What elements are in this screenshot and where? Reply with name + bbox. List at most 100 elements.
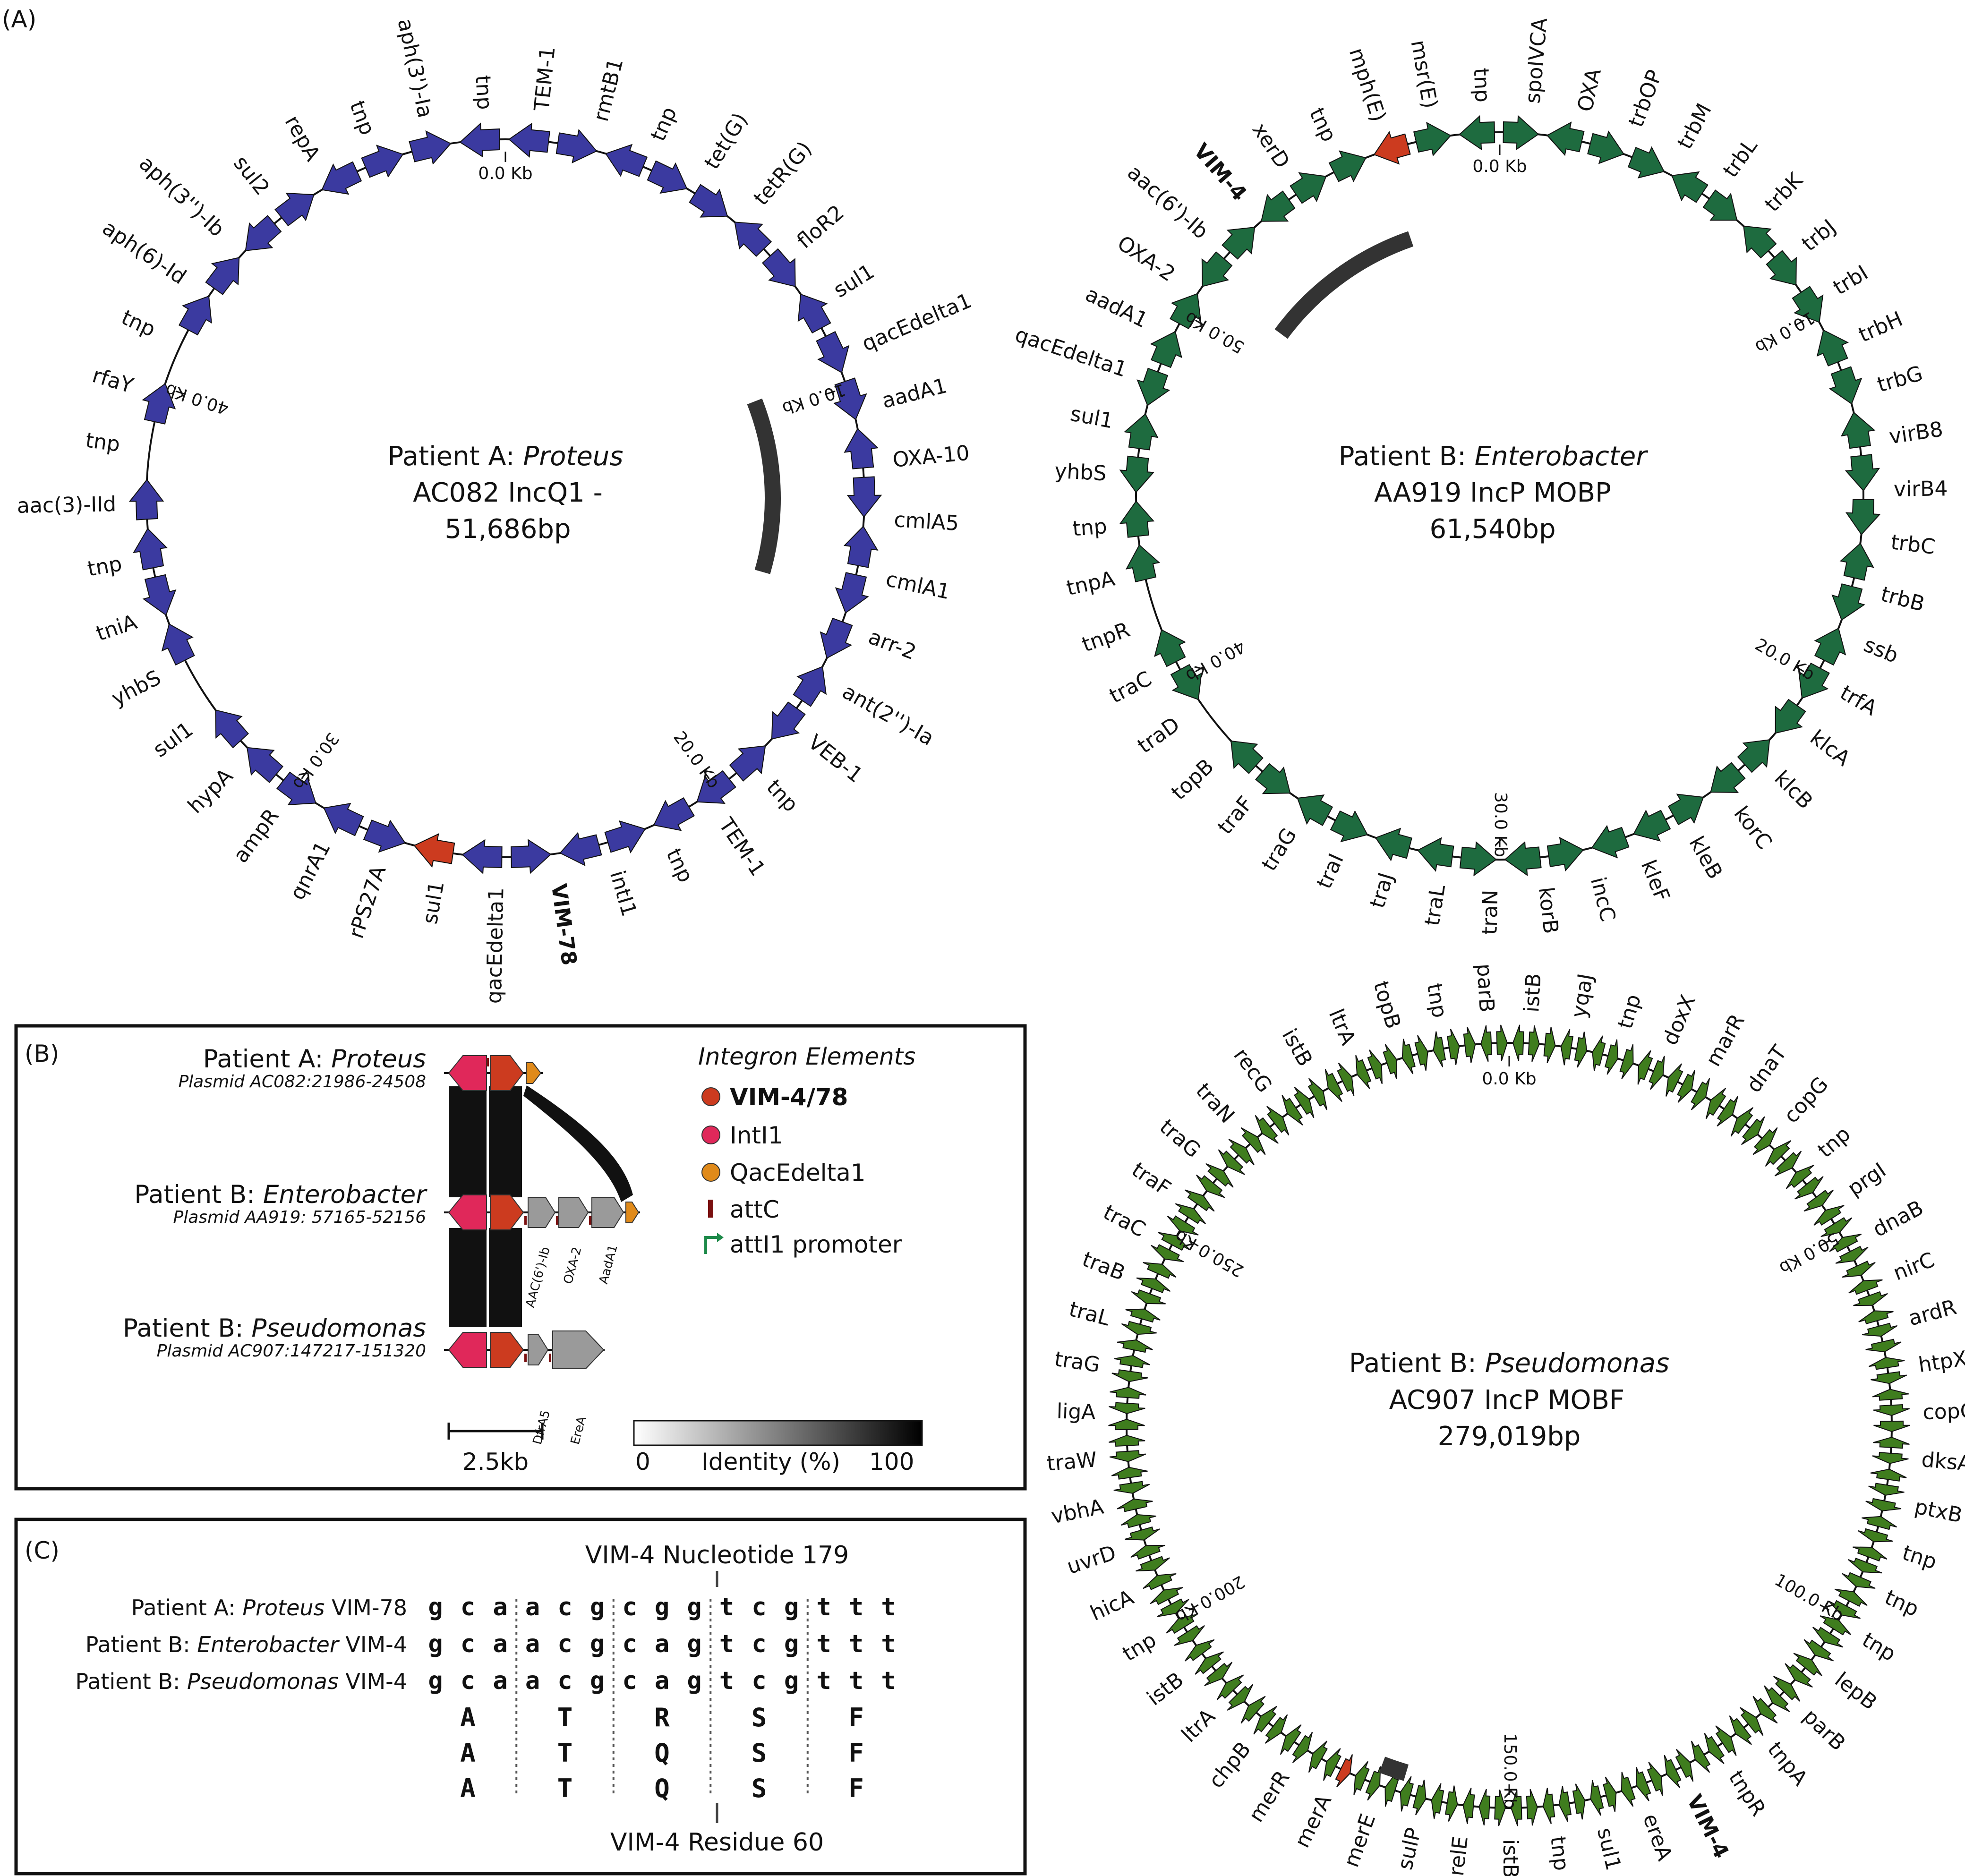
- gene-arrow: [1228, 1139, 1255, 1166]
- gene-arrow: [1109, 1434, 1145, 1447]
- gene-label: topB: [1368, 978, 1405, 1032]
- gene-label: istB: [1498, 1839, 1522, 1876]
- gene-arrow: [1633, 810, 1671, 842]
- gene-arrow: [1201, 251, 1233, 287]
- amino-acid: S: [752, 1703, 767, 1732]
- gene-arrow: [1785, 1663, 1813, 1688]
- nucleotide: t: [849, 1593, 863, 1621]
- gene-arrow: [1853, 1291, 1888, 1306]
- gene-arrow: [1752, 1127, 1778, 1155]
- gene-arrow: [1240, 1696, 1266, 1724]
- gene-arrow: [1829, 1234, 1862, 1253]
- tick-mark: [1195, 319, 1205, 326]
- gene-arrow: [1255, 763, 1291, 794]
- gene-arrow: [1691, 1740, 1711, 1773]
- amino-acid: A: [460, 1738, 476, 1768]
- gene-label: mph(E): [1344, 45, 1391, 125]
- gene-label: aph(3')-Ia: [393, 17, 437, 120]
- gene-arrow: [1292, 1731, 1313, 1763]
- nucleotide: a: [493, 1667, 507, 1695]
- gene-label: tnpA: [1763, 1737, 1812, 1790]
- gene-arrow: [1255, 1115, 1279, 1144]
- nucleotide: t: [719, 1667, 734, 1695]
- gene-arrow: [1872, 1452, 1909, 1464]
- svg-text:Patient A: Proteus VIM-78: Patient A: Proteus VIM-78: [131, 1595, 407, 1620]
- gene-label: ligA: [1056, 1399, 1096, 1424]
- gene-arrow: [1294, 1087, 1315, 1118]
- gene-arrow: [1773, 1676, 1801, 1702]
- gene-arrow: [1828, 366, 1862, 405]
- gene-label: yhbS: [1054, 459, 1107, 486]
- gene-label: tnp: [1304, 104, 1341, 145]
- gene-arrow: [604, 820, 646, 853]
- nucleotide: t: [719, 1593, 734, 1621]
- gene-arrow: [1664, 1755, 1682, 1789]
- gene-arrow: [1512, 1024, 1524, 1061]
- gene-label: vbhA: [1049, 1495, 1106, 1529]
- gene-arrow: [1871, 1371, 1907, 1384]
- gene-label: spoIVCA: [1521, 17, 1552, 104]
- gene-arrow: [1120, 1514, 1156, 1528]
- tick-label: 0.0 Kb: [1482, 1069, 1536, 1089]
- amino-acid: Q: [654, 1738, 670, 1768]
- gene-label-aada: AadA1: [597, 1243, 621, 1285]
- gene-arrow: [1543, 1026, 1556, 1064]
- gene-arrow: [1367, 1049, 1383, 1084]
- gene-label: cmlA1: [884, 567, 952, 605]
- nucleotide: g: [784, 1593, 799, 1621]
- gene-label: copG: [1922, 1399, 1965, 1424]
- gene-arrow: [1222, 226, 1256, 260]
- legend-title: Integron Elements: [698, 1043, 915, 1070]
- gene-label: sul1: [829, 259, 879, 302]
- gene-arrow: [1307, 1078, 1328, 1110]
- identity-colorbar: 0 Identity (%) 100: [633, 1420, 923, 1475]
- gene-arrow: [816, 331, 850, 374]
- gene-arrow: [1840, 411, 1876, 449]
- gene-arrow: [459, 122, 500, 158]
- gene-label: relE: [1444, 1835, 1473, 1876]
- gene-arrow: [1528, 1025, 1540, 1062]
- gene-label: sul2: [229, 151, 274, 200]
- gene-arrow: [1814, 627, 1846, 666]
- gene-arrow: [205, 257, 240, 295]
- gene-arrow: [1130, 1544, 1165, 1560]
- gene-arrow: [1266, 1106, 1290, 1136]
- gene-label: trfA: [1836, 681, 1881, 721]
- gene-label: tnp: [84, 428, 121, 457]
- gene-arrow: [1174, 1625, 1205, 1646]
- nucleotide: c: [461, 1593, 475, 1621]
- tick-label: 0.0 Kb: [478, 164, 532, 183]
- gene-arrow: [1167, 1215, 1199, 1236]
- integron-legend: Integron Elements VIM-4/78 IntI1 QacEdel…: [698, 1043, 915, 1258]
- gene-arrow: [1677, 1070, 1695, 1103]
- gene-arrow: [161, 623, 195, 666]
- gene-label: traD: [1133, 712, 1184, 758]
- gene-arrow: [508, 122, 550, 158]
- gene-label: virB4: [1894, 477, 1948, 502]
- gene-arrow: [1328, 150, 1367, 182]
- gene-arrow: [1848, 1279, 1883, 1295]
- tick-label: 250.0 Kb: [1171, 1226, 1247, 1280]
- gene-label: tnp: [1858, 1628, 1900, 1666]
- gene-arrow: [1121, 1321, 1157, 1335]
- gene-arrow: [1280, 1724, 1302, 1755]
- tick-mark: [175, 390, 186, 395]
- gene-label: chpB: [1204, 1737, 1256, 1793]
- svg-text:Plasmid AA919: 57165-52156: Plasmid AA919: 57165-52156: [173, 1208, 426, 1227]
- gene-arrow: [1375, 827, 1412, 861]
- gene-arrow: [128, 478, 164, 520]
- amino-acid: T: [557, 1703, 573, 1732]
- gene-arrow: [142, 383, 176, 425]
- gene-label: recG: [1229, 1044, 1276, 1097]
- legend-vim-swatch: [701, 1087, 720, 1106]
- gene-arrow: [1873, 1437, 1910, 1449]
- gene-arrow: [1230, 740, 1264, 774]
- panel-label-a: (A): [2, 6, 36, 33]
- gene-label: cmlA5: [893, 508, 959, 536]
- gene-arrow: [1143, 1262, 1177, 1279]
- gene-arrow: [1572, 1783, 1586, 1820]
- title-line2: AA919 IncP MOBP: [1374, 478, 1611, 508]
- gene-label: aadA1: [880, 374, 949, 413]
